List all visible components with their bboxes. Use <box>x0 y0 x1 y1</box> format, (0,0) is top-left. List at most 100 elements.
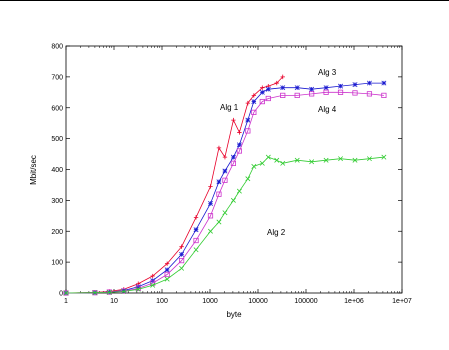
y-tick-label: 300 <box>51 198 63 205</box>
data-point <box>121 288 127 294</box>
data-point <box>352 157 358 163</box>
data-point <box>207 213 214 219</box>
data-point <box>280 160 286 166</box>
series-label-alg-2: Alg 2 <box>267 228 286 237</box>
data-point <box>236 148 242 154</box>
data-point <box>216 179 222 185</box>
data-point <box>216 145 222 151</box>
data-point <box>208 184 213 189</box>
data-point <box>121 288 127 294</box>
data-point <box>338 156 344 162</box>
data-point <box>231 117 236 123</box>
data-point <box>352 82 358 88</box>
data-point <box>309 86 315 92</box>
data-point <box>265 95 271 102</box>
data-point <box>366 91 373 97</box>
series-label-alg-3: Alg 3 <box>318 68 337 77</box>
data-point <box>236 188 242 194</box>
series-label-alg-4: Alg 4 <box>318 105 337 114</box>
data-point <box>150 282 156 288</box>
data-point <box>230 197 236 203</box>
data-point <box>106 289 112 295</box>
data-point <box>222 177 228 183</box>
data-point <box>294 85 300 91</box>
data-point <box>260 85 265 90</box>
data-point <box>323 89 329 95</box>
data-point <box>193 215 199 220</box>
y-tick-label: 0 <box>59 291 63 298</box>
y-tick-label: 500 <box>51 136 63 143</box>
x-tick-label: 1000 <box>202 298 218 305</box>
data-point <box>164 276 170 282</box>
series-line <box>65 91 384 294</box>
data-point <box>164 271 170 278</box>
data-point <box>63 290 69 296</box>
data-point <box>222 168 228 174</box>
y-tick-label: 700 <box>51 74 63 81</box>
data-point <box>251 163 257 169</box>
data-point <box>259 160 265 166</box>
data-point <box>280 74 285 80</box>
series-line <box>65 82 384 294</box>
data-point <box>216 219 222 225</box>
y-axis-label: Mbit/sec <box>29 155 38 185</box>
data-point <box>251 109 257 115</box>
data-point <box>294 157 300 163</box>
x-axis-label: byte <box>226 310 242 319</box>
data-point <box>179 265 185 271</box>
x-tick-label: 100000 <box>294 298 317 305</box>
data-point <box>338 83 344 89</box>
data-point <box>366 80 372 86</box>
data-point <box>245 100 251 106</box>
data-point <box>193 227 199 233</box>
data-point <box>236 142 242 148</box>
data-point <box>323 85 329 91</box>
data-point <box>245 128 251 134</box>
x-tick-label: 1 <box>64 298 68 305</box>
data-point <box>135 286 141 292</box>
data-point <box>135 284 141 290</box>
data-point <box>265 86 271 92</box>
data-point <box>164 261 170 266</box>
data-point <box>259 89 265 95</box>
data-point <box>178 257 185 264</box>
data-point <box>381 154 387 160</box>
series-alg-3 <box>63 80 387 296</box>
data-point <box>251 93 257 98</box>
series-line <box>65 76 283 294</box>
data-point <box>294 92 300 98</box>
data-point <box>193 247 199 253</box>
x-tick-label: 10 <box>110 298 118 305</box>
data-point <box>150 273 155 279</box>
data-point <box>381 92 387 98</box>
data-point <box>245 176 251 182</box>
data-point <box>164 267 170 273</box>
data-point <box>366 156 372 162</box>
plot-frame <box>65 45 403 294</box>
data-point <box>381 80 387 86</box>
x-tick-label: 1e+07 <box>392 298 412 305</box>
data-point <box>208 228 213 234</box>
y-tick-label: 100 <box>51 260 63 267</box>
series-alg-4 <box>63 89 387 296</box>
x-tick-label: 10000 <box>248 298 268 305</box>
data-point <box>251 99 257 105</box>
data-point <box>280 85 286 91</box>
data-point <box>222 210 228 216</box>
data-point <box>309 159 315 165</box>
x-tick-label: 1e+06 <box>344 298 364 305</box>
series-line <box>65 156 384 294</box>
data-point <box>309 91 315 97</box>
y-tick-label: 800 <box>51 44 63 51</box>
data-point <box>265 154 271 160</box>
series-layer <box>63 74 387 296</box>
data-point <box>352 90 358 96</box>
x-tick-label: 100 <box>156 298 168 305</box>
data-point <box>274 157 280 163</box>
data-point <box>230 160 236 166</box>
data-point <box>259 98 265 105</box>
data-point <box>323 157 329 163</box>
